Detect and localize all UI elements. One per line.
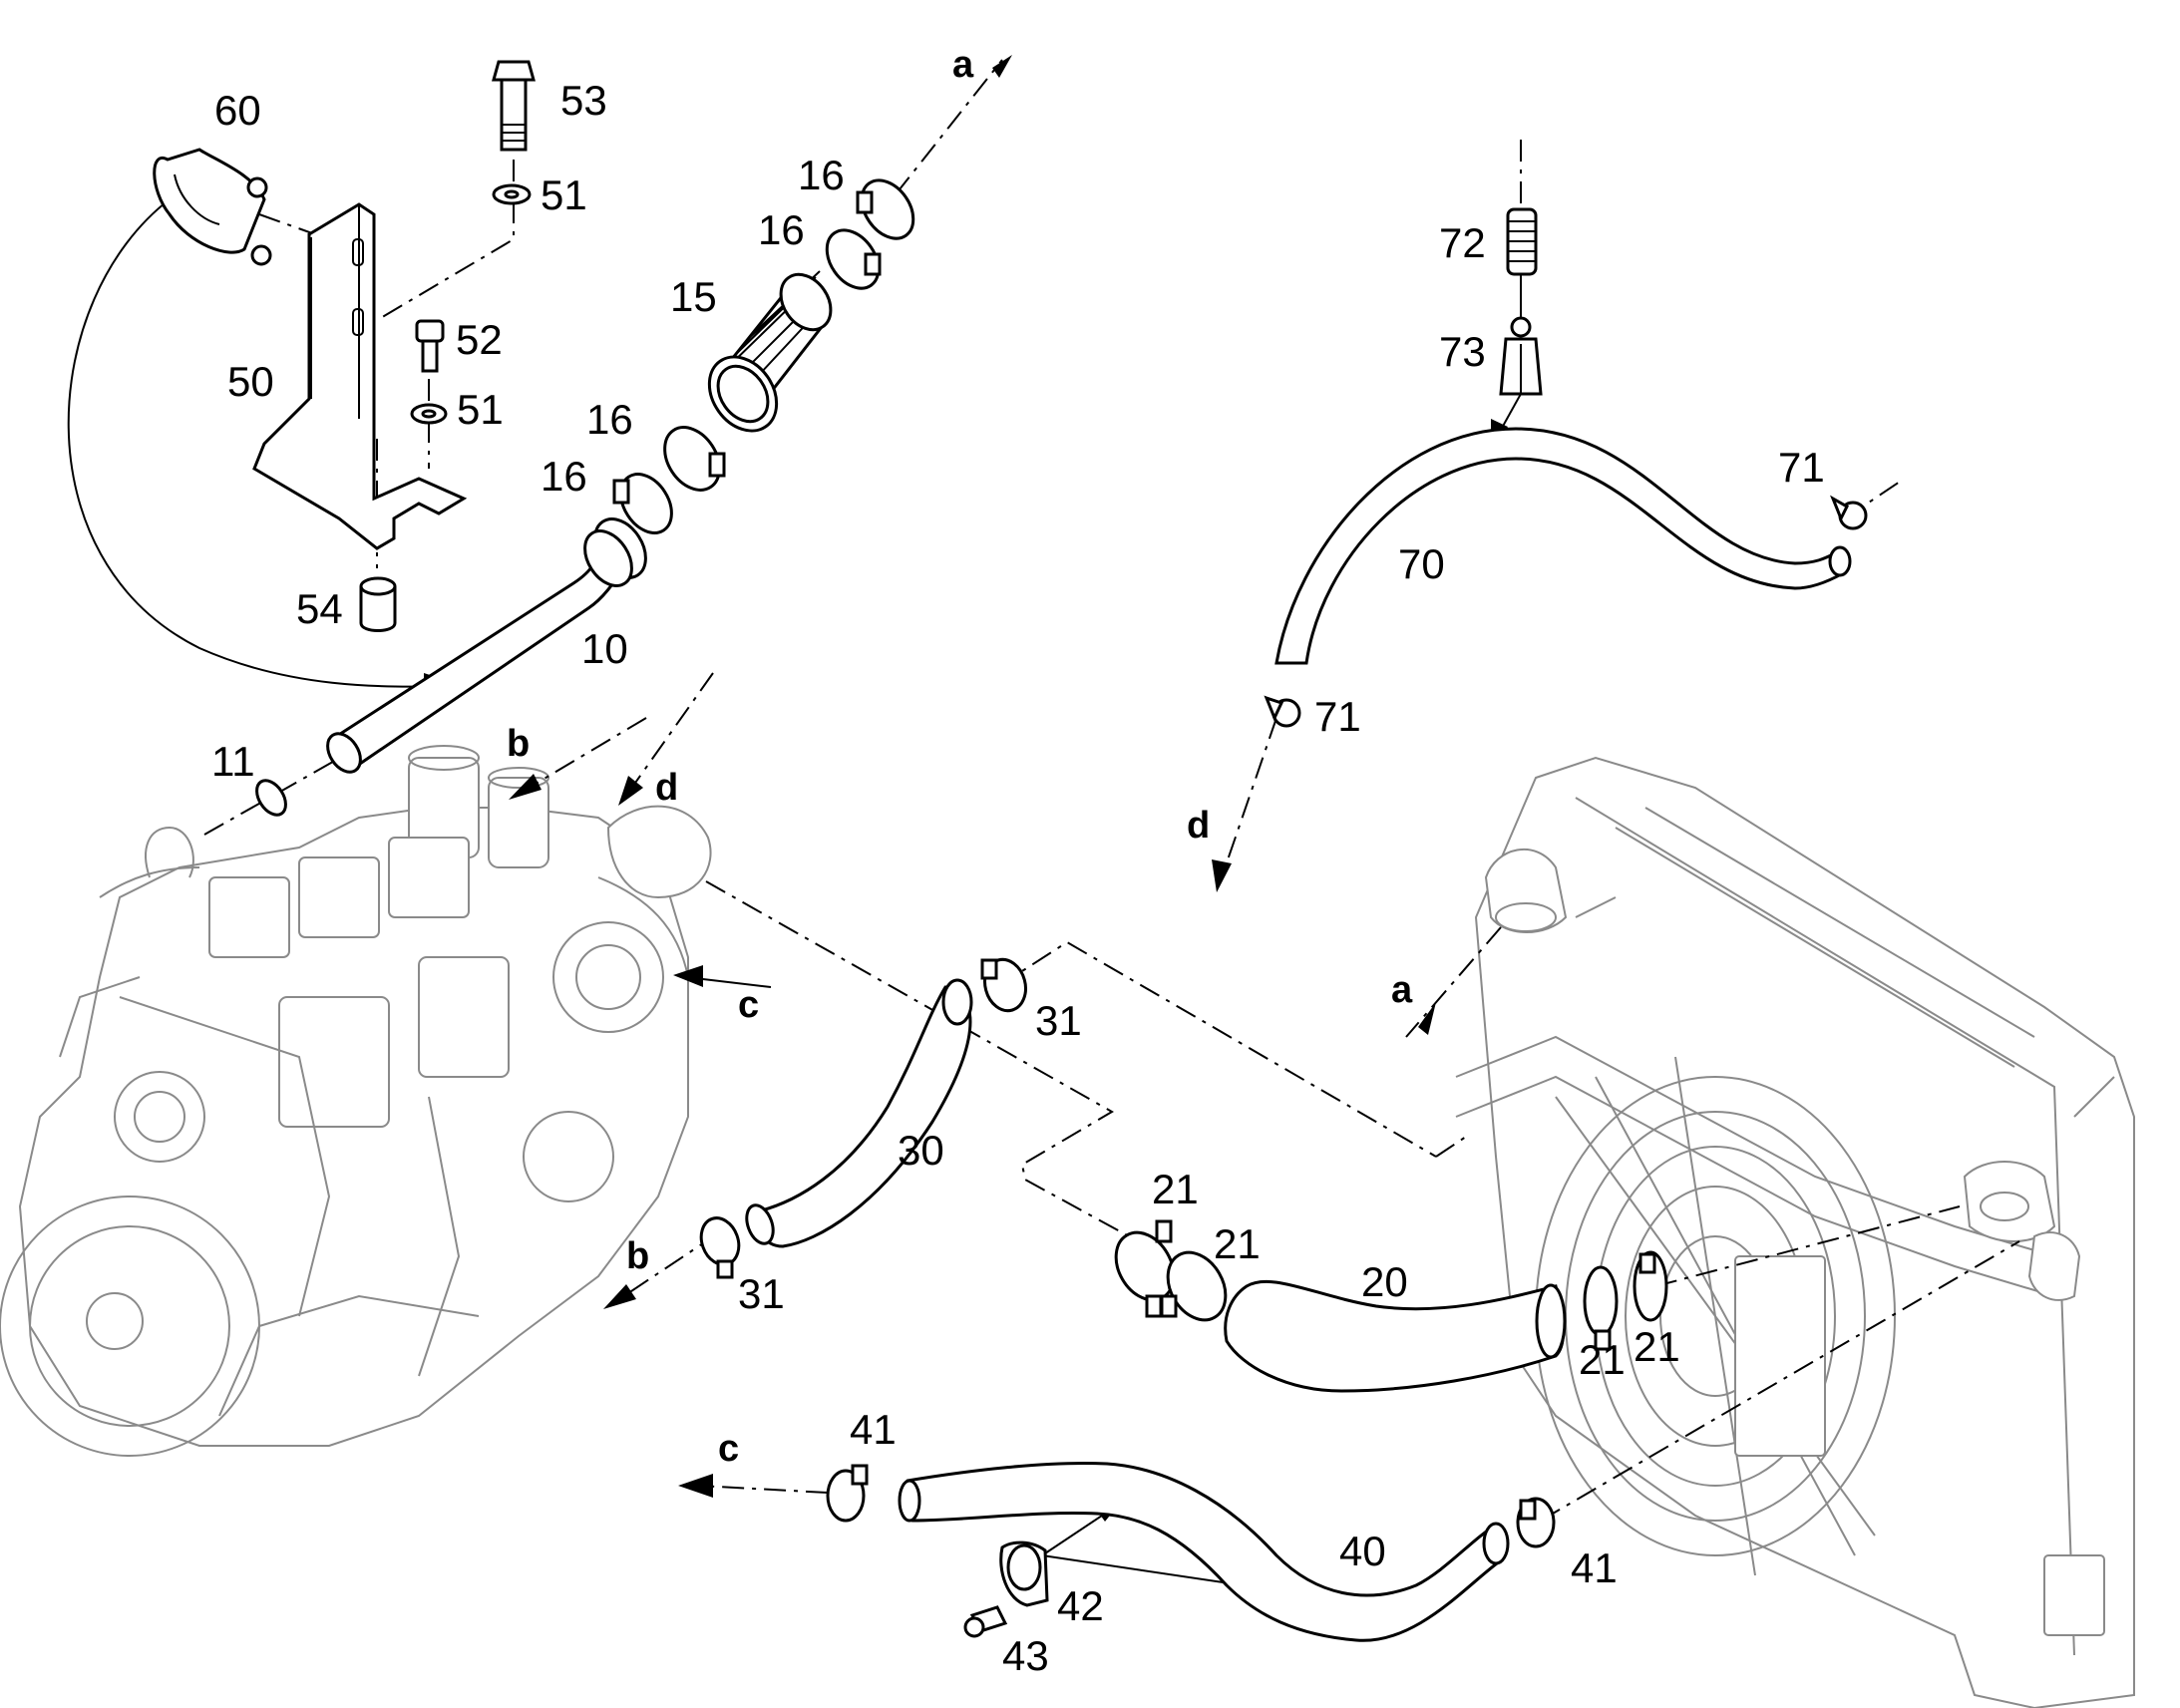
label-60: 60	[214, 87, 261, 134]
bellows-15	[707, 270, 833, 433]
label-43: 43	[1002, 1632, 1049, 1679]
label-20: 20	[1361, 1258, 1408, 1305]
label-53: 53	[560, 77, 607, 124]
clamp-71-right	[1830, 495, 1868, 530]
connector-73	[1499, 316, 1543, 396]
hose-20	[1224, 1279, 1567, 1393]
engine-illustration	[0, 745, 712, 1457]
bolt-53	[492, 60, 536, 152]
ref-c-bottom: c	[718, 1428, 739, 1470]
label-51b: 51	[457, 386, 504, 433]
leader-lines	[67, 55, 2020, 1597]
label-11: 11	[211, 738, 255, 785]
label-30: 30	[898, 1127, 944, 1174]
label-72: 72	[1439, 219, 1486, 266]
label-41b: 41	[1571, 1544, 1618, 1591]
clamp-16-lower-a	[612, 473, 673, 534]
label-52: 52	[456, 316, 503, 363]
label-21a: 21	[1152, 1166, 1199, 1212]
pipe-10	[326, 517, 647, 774]
label-31b: 31	[738, 1270, 785, 1317]
label-71b: 71	[1314, 693, 1361, 740]
label-51a: 51	[541, 171, 587, 218]
clamp-41-right	[1516, 1497, 1556, 1548]
spacer-54	[359, 576, 397, 632]
ref-b-bottom: b	[626, 1235, 649, 1277]
ref-c-right: c	[738, 984, 759, 1026]
hose-40	[898, 1461, 1510, 1642]
label-50: 50	[227, 358, 274, 405]
reference-letters: a b d c d a b c	[507, 44, 1413, 1470]
label-40: 40	[1339, 1528, 1386, 1574]
radiator-illustration	[1455, 756, 2135, 1708]
label-16d: 16	[541, 453, 587, 500]
clamp-21-b	[1160, 1250, 1228, 1322]
label-21c: 21	[1579, 1336, 1626, 1383]
seal-11	[255, 779, 287, 817]
clamp-21-a	[1114, 1219, 1176, 1318]
ref-a-radiator: a	[1391, 969, 1413, 1011]
hose-70	[1274, 427, 1852, 665]
washer-51a	[492, 183, 532, 205]
clamp-16-lower-b	[663, 426, 726, 492]
clamp-21-c	[1583, 1265, 1619, 1351]
clamp-16-upper-b	[856, 178, 915, 240]
clamp-21-d	[1633, 1250, 1668, 1322]
plug-42	[999, 1540, 1049, 1607]
hose-30	[745, 978, 973, 1248]
label-15: 15	[670, 273, 717, 320]
screw-43	[963, 1605, 1008, 1638]
label-73: 73	[1439, 328, 1486, 375]
bolt-52	[415, 319, 445, 373]
bracket-50	[252, 202, 468, 550]
label-31a: 31	[1035, 997, 1082, 1044]
label-21d: 21	[1634, 1323, 1680, 1370]
ref-d-mid: d	[1187, 805, 1210, 847]
ref-a-top: a	[952, 44, 974, 86]
part-labels: 60 53 51 52 51 50 54 16 16 15 16 16 10 1…	[211, 77, 1825, 1679]
ref-d-top: d	[655, 767, 678, 809]
label-71a: 71	[1778, 444, 1825, 491]
clamp-31-lower	[699, 1216, 741, 1279]
clamp-60	[153, 148, 272, 266]
label-10: 10	[581, 625, 628, 672]
fitting-72	[1506, 207, 1538, 319]
label-16c: 16	[586, 396, 633, 443]
label-70: 70	[1398, 540, 1445, 587]
clamp-16-upper-a	[825, 228, 882, 290]
ref-b-top: b	[507, 723, 530, 765]
clamp-41-left	[826, 1464, 869, 1523]
label-42: 42	[1057, 1582, 1104, 1629]
label-54: 54	[296, 585, 343, 632]
washer-51b	[410, 403, 448, 425]
label-21b: 21	[1214, 1220, 1261, 1267]
label-41a: 41	[850, 1406, 897, 1453]
label-16b: 16	[758, 206, 805, 253]
clamp-71-left	[1264, 695, 1301, 728]
label-16a: 16	[798, 152, 845, 198]
clamp-31-upper	[980, 957, 1027, 1013]
